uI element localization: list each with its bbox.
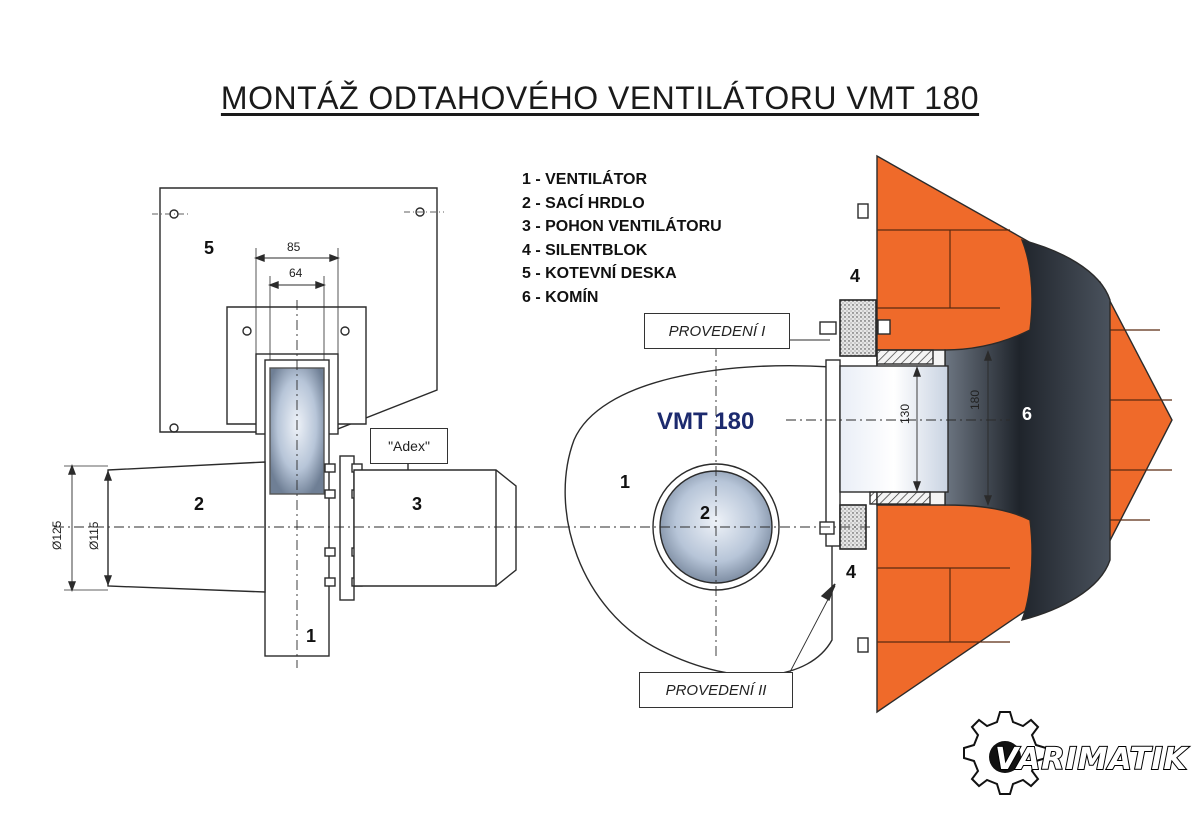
hatched-seal — [869, 491, 931, 505]
legend-item: 1 - VENTILÁTOR — [522, 171, 648, 188]
right-front-view — [560, 154, 1173, 714]
dimension-64: 64 — [289, 266, 303, 280]
dimension-180: 180 — [968, 389, 982, 410]
legend-item: 2 - SACÍ HRDLO — [522, 194, 645, 212]
variant-one-label: PROVEDENÍ I — [644, 313, 790, 349]
legend-item: 4 - SILENTBLOK — [522, 241, 648, 259]
legend-item: 5 - KOTEVNÍ DESKA — [522, 265, 677, 283]
motor-body — [353, 469, 517, 587]
callout-inlet: 2 — [194, 494, 205, 514]
callout-chimney: 6 — [1022, 404, 1033, 424]
callout-motor: 3 — [412, 494, 423, 514]
callout-inlet-front: 2 — [700, 503, 711, 523]
page-title: MONTÁŽ ODTAHOVÉHO VENTILÁTORU VMT 180 — [220, 80, 980, 116]
logo-gear-icon — [963, 711, 1047, 795]
legend-item: 3 - POHON VENTILÁTORU — [522, 218, 722, 236]
callout-silentblock-bottom: 4 — [846, 562, 857, 582]
product-name: VMT 180 — [657, 408, 755, 435]
varimatik-logo: VARIMATIK — [994, 741, 1188, 778]
callout-anchor-plate: 5 — [204, 238, 215, 258]
motor-brand-label: "Adex" — [370, 428, 448, 464]
legend-item: 6 - KOMÍN — [522, 288, 599, 306]
callout-fan-front: 1 — [620, 472, 631, 492]
dimension-diameter-115: Ø115 — [87, 521, 101, 550]
dimension-85: 85 — [287, 240, 301, 254]
outlet-pipe — [839, 365, 949, 493]
dimension-130: 130 — [898, 403, 912, 424]
bolt-hole — [415, 207, 425, 217]
bolt-hole — [242, 326, 252, 336]
hatched-seal — [876, 349, 934, 365]
callout-silentblock-top: 4 — [850, 266, 861, 286]
left-side-view — [54, 187, 560, 668]
bolt-hole — [169, 423, 179, 433]
parts-legend: 1 - VENTILÁTOR 2 - SACÍ HRDLO 3 - POHON … — [522, 168, 722, 310]
variant-two-label: PROVEDENÍ II — [639, 672, 793, 708]
callout-fan: 1 — [306, 626, 317, 646]
chimney-flue — [944, 238, 1111, 622]
dimension-diameter-125: Ø125 — [50, 520, 64, 550]
bolt-hole — [340, 326, 350, 336]
